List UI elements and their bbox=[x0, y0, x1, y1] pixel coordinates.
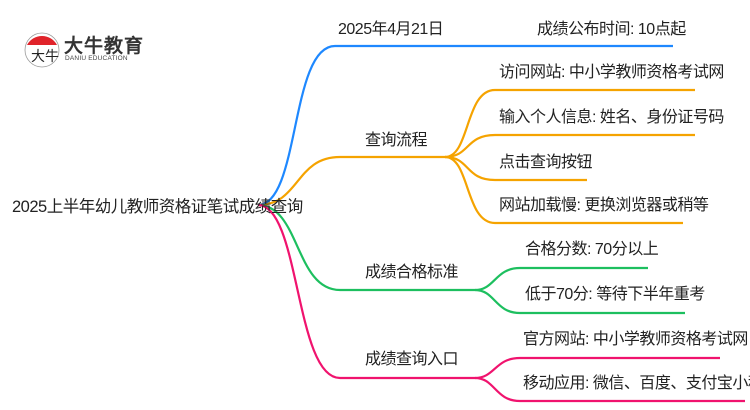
branch-standard: 成绩合格标准 bbox=[365, 264, 459, 281]
logo-name: 大牛教育 bbox=[64, 36, 145, 57]
leaf-mobile-app: 移动应用: 微信、百度、支付宝小程序 bbox=[523, 375, 750, 392]
leaf-enter-info: 输入个人信息: 姓名、身份证号码 bbox=[499, 109, 724, 126]
leaf-below-score: 低于70分: 等待下半年重考 bbox=[525, 286, 705, 303]
branch-line-date bbox=[257, 44, 673, 207]
svg-text:大牛: 大牛 bbox=[31, 49, 59, 65]
logo-subtitle: DANIU EDUCATION bbox=[65, 55, 128, 62]
leaf-release-time: 成绩公布时间: 10点起 bbox=[537, 21, 686, 38]
leaf-line bbox=[474, 356, 720, 380]
leaf-pass-score: 合格分数: 70分以上 bbox=[525, 241, 659, 258]
leaf-line bbox=[474, 288, 685, 315]
branch-date: 2025年4月21日 bbox=[338, 21, 444, 38]
leaf-line bbox=[444, 88, 695, 159]
leaf-line bbox=[444, 155, 683, 225]
leaf-line bbox=[474, 376, 745, 403]
leaf-line bbox=[444, 133, 695, 159]
leaf-visit-site: 访问网站: 中小学教师资格考试网 bbox=[499, 64, 724, 81]
branch-line-entry bbox=[257, 203, 475, 380]
leaf-line bbox=[444, 155, 587, 182]
branch-line-process bbox=[257, 155, 445, 207]
root-topic: 2025上半年幼儿教师资格证笔试成绩查询 bbox=[12, 198, 303, 216]
branch-entry: 成绩查询入口 bbox=[365, 351, 459, 368]
leaf-official-site: 官方网站: 中小学教师资格考试网 bbox=[523, 331, 748, 348]
branch-line-standard bbox=[257, 203, 475, 292]
daniu-logo-icon: 大牛 bbox=[24, 32, 60, 68]
leaf-click-query: 点击查询按钮 bbox=[499, 154, 593, 171]
leaf-slow-site: 网站加载慢: 更换浏览器或稍等 bbox=[499, 197, 709, 214]
branch-process: 查询流程 bbox=[365, 132, 428, 149]
leaf-line bbox=[474, 266, 648, 292]
